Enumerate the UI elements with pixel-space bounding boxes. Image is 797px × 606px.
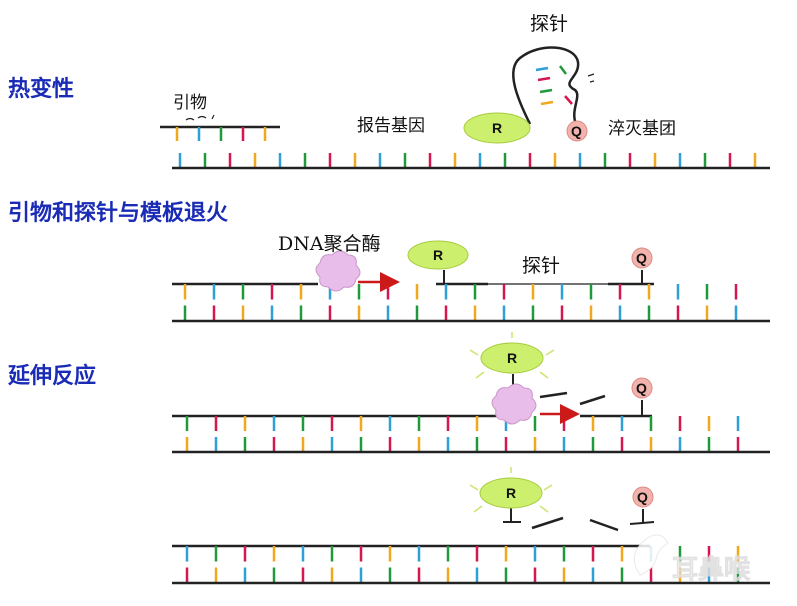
polymerase-2 [315,250,361,292]
watermark-text: 耳鼻喉 [672,554,751,584]
quencher-badge-4: Q [632,486,654,508]
cleaved-probe-fragments-4 [503,506,655,532]
svg-text:R: R [507,350,517,366]
svg-text:Q: Q [636,380,647,396]
reporter-badge-2: R [407,240,469,270]
svg-text:R: R [492,120,502,136]
probe-label-top: 探针 [530,13,568,35]
svg-text:Q: Q [637,489,648,505]
polymerase-label: DNA聚合酶 [278,233,381,255]
quencher-badge-2: Q [631,247,653,269]
quencher-badge-3: Q [631,377,653,399]
free-probe: 探针 [512,13,595,125]
probe-annealed-2: 探针 [436,255,654,286]
primer-label: 引物 [173,93,215,121]
probe-label-mid: 探针 [522,255,560,277]
svg-text:R: R [506,485,516,501]
reporter-badge-3-glowing: R [469,332,555,379]
primer-label-text: 引物 [173,93,207,113]
double-strand-2 [172,284,770,323]
watermark: 耳鼻喉 [633,534,751,584]
reporter-badge-4-glowing: R [469,467,553,513]
template-strand-1 [172,153,770,170]
svg-text:R: R [433,247,443,263]
extended-strand-3 [172,400,652,418]
reporter-label: 报告基因 [357,116,425,136]
primer-strand [160,125,280,141]
double-strand-4 [172,546,770,585]
stage-label-anneal: 引物和探针与模板退火 [8,200,228,226]
double-strand-3 [172,416,770,454]
polymerase-3 [491,383,537,425]
svg-text:Q: Q [636,250,647,266]
stage-label-denature: 热变性 [8,76,74,102]
svg-text:Q: Q [571,123,582,139]
reporter-badge-1: R [463,112,531,144]
quencher-badge-1: Q [566,120,588,142]
quencher-label: 淬灭基团 [608,119,676,139]
stage-label-extend: 延伸反应 [7,363,96,389]
